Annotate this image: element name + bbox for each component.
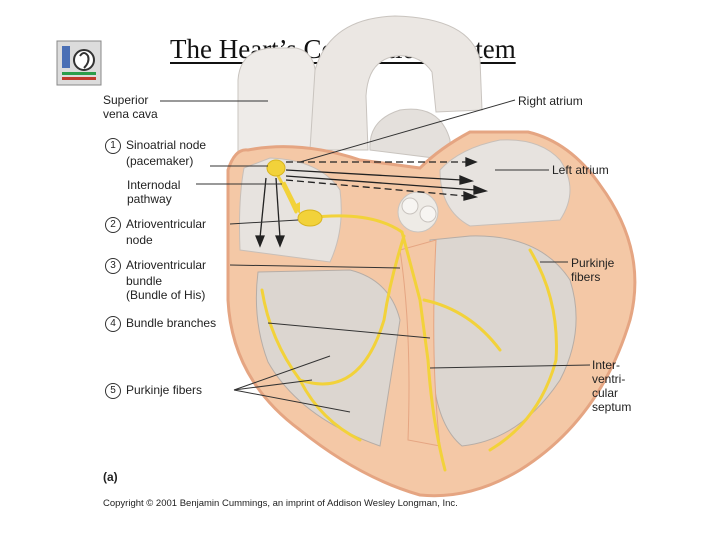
internodal-arrows: [255, 157, 489, 248]
label-interventricular-septum: Inter- ventri- cular septum: [592, 358, 632, 414]
conduction-pathways: [260, 170, 558, 472]
label-left-atrium: Left atrium: [552, 163, 609, 177]
left-ventricle-chamber: [429, 235, 577, 447]
label-internodal-pathway: Internodal pathway: [127, 178, 181, 206]
atrioventricular-node: [297, 209, 323, 227]
leader-lines: [160, 99, 591, 413]
sinoatrial-node: [266, 159, 286, 177]
number-badge: 2: [105, 217, 121, 233]
number-badge: 1: [105, 138, 121, 154]
label-purkinje-fibers-right: Purkinje fibers: [571, 256, 615, 284]
superior-vena-cava: [237, 47, 317, 161]
label-right-atrium: Right atrium: [518, 94, 583, 108]
figure-label: (a): [103, 470, 118, 484]
number-badge: 5: [105, 383, 121, 399]
pulmonary-trunk: [369, 108, 451, 161]
copyright-notice: Copyright © 2001 Benjamin Cummings, an i…: [103, 498, 458, 509]
label-superior-vena-cava: Superior vena cava: [103, 93, 158, 121]
slide-logo-icon: [56, 40, 102, 86]
right-ventricle-chamber: [255, 269, 401, 447]
number-badge: 3: [105, 258, 121, 274]
aorta: [309, 15, 483, 151]
number-badge: 4: [105, 316, 121, 332]
